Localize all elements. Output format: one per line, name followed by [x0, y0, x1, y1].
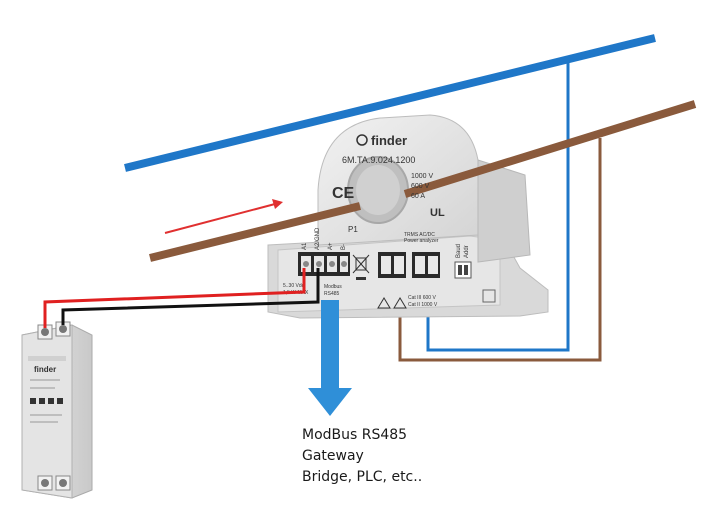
- ct-terminal-block: [378, 252, 440, 278]
- label-p1: P1: [348, 225, 358, 234]
- caption-line-3: Bridge, PLC, etc..: [302, 469, 423, 485]
- brown-conductor-exit: [403, 100, 697, 198]
- cat-line-1: Cat III 600 V: [408, 295, 436, 301]
- meter-model: 6M.TA.9.024.1200: [342, 155, 415, 165]
- spec-line-2: 600 V: [411, 183, 430, 190]
- din-rail-power-supply: [21, 321, 93, 499]
- power-analyzer-line-2: Power analyzer: [404, 238, 439, 244]
- modbus-terminal-block: [298, 252, 350, 276]
- modbus-label-2: RS485: [324, 291, 340, 297]
- psu-brand: finder: [34, 365, 56, 374]
- spec-line-3: 60 A: [411, 193, 425, 200]
- black-supply-wire: [61, 268, 320, 325]
- mounting-slot: [482, 289, 496, 303]
- dip-switch: [454, 261, 472, 279]
- meter-brand-logo: [356, 134, 368, 146]
- spec-line-1: 1000 V: [411, 173, 434, 180]
- addr-label: Addr: [464, 245, 470, 258]
- power-analyzer-line-1: TRMS AC/DC: [404, 232, 435, 238]
- red-supply-wire: [43, 268, 306, 328]
- current-direction-arrow: [164, 199, 283, 234]
- caption-line-1: ModBus RS485: [302, 427, 408, 443]
- cert-mark: UL: [430, 207, 445, 219]
- brown-conductor: [149, 202, 361, 262]
- warning-icon: [377, 297, 407, 309]
- cat-line-2: Cat II 1000 V: [408, 302, 438, 308]
- terminal-a2: A2/GND: [315, 227, 321, 250]
- caption-line-2: Gateway: [302, 448, 364, 464]
- terminal-aplus: A+: [328, 242, 334, 250]
- modbus-caption: ModBus RS485 Gateway Bridge, PLC, etc..: [302, 425, 422, 488]
- weee-bin-icon: [352, 254, 370, 280]
- rating-line-1: 5..30 Vdc: [283, 283, 305, 289]
- meter-brand: finder: [371, 133, 407, 148]
- brown-sense-wire: [398, 138, 602, 362]
- modbus-label-1: Modbus: [324, 284, 342, 290]
- modbus-output-arrow: [308, 300, 352, 416]
- terminal-a1: A1: [302, 242, 308, 250]
- baud-label: Baud: [456, 244, 462, 258]
- blue-sense-wire: [426, 56, 570, 352]
- terminal-bminus: B-: [341, 244, 347, 250]
- ce-mark: CE: [332, 185, 355, 202]
